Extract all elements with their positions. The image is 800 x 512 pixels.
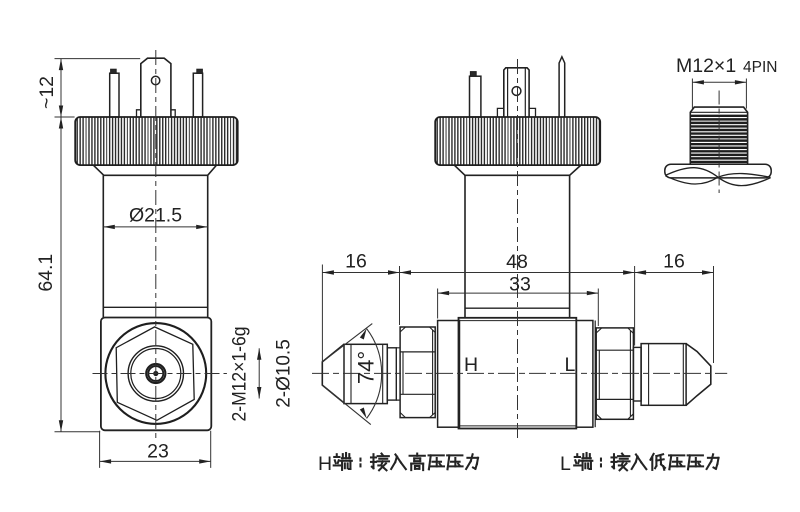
svg-text:23: 23	[147, 441, 169, 463]
svg-text:H: H	[318, 453, 332, 475]
svg-text:H: H	[464, 354, 478, 376]
svg-text:33: 33	[509, 274, 531, 296]
svg-text:Ø21.5: Ø21.5	[129, 205, 182, 227]
svg-text:48: 48	[506, 251, 528, 273]
svg-text:M12×1: M12×1	[676, 55, 736, 77]
svg-text:16: 16	[663, 251, 685, 273]
svg-text:2-M12×1-6g: 2-M12×1-6g	[229, 327, 251, 422]
svg-text:2-Ø10.5: 2-Ø10.5	[273, 339, 295, 408]
svg-text:L: L	[560, 453, 571, 475]
svg-text:16: 16	[345, 251, 367, 273]
svg-text:64.1: 64.1	[35, 254, 57, 292]
svg-text:L: L	[565, 354, 576, 376]
svg-text:~12: ~12	[36, 76, 58, 109]
svg-text:4PIN: 4PIN	[743, 59, 777, 76]
svg-text:74°: 74°	[353, 351, 378, 384]
